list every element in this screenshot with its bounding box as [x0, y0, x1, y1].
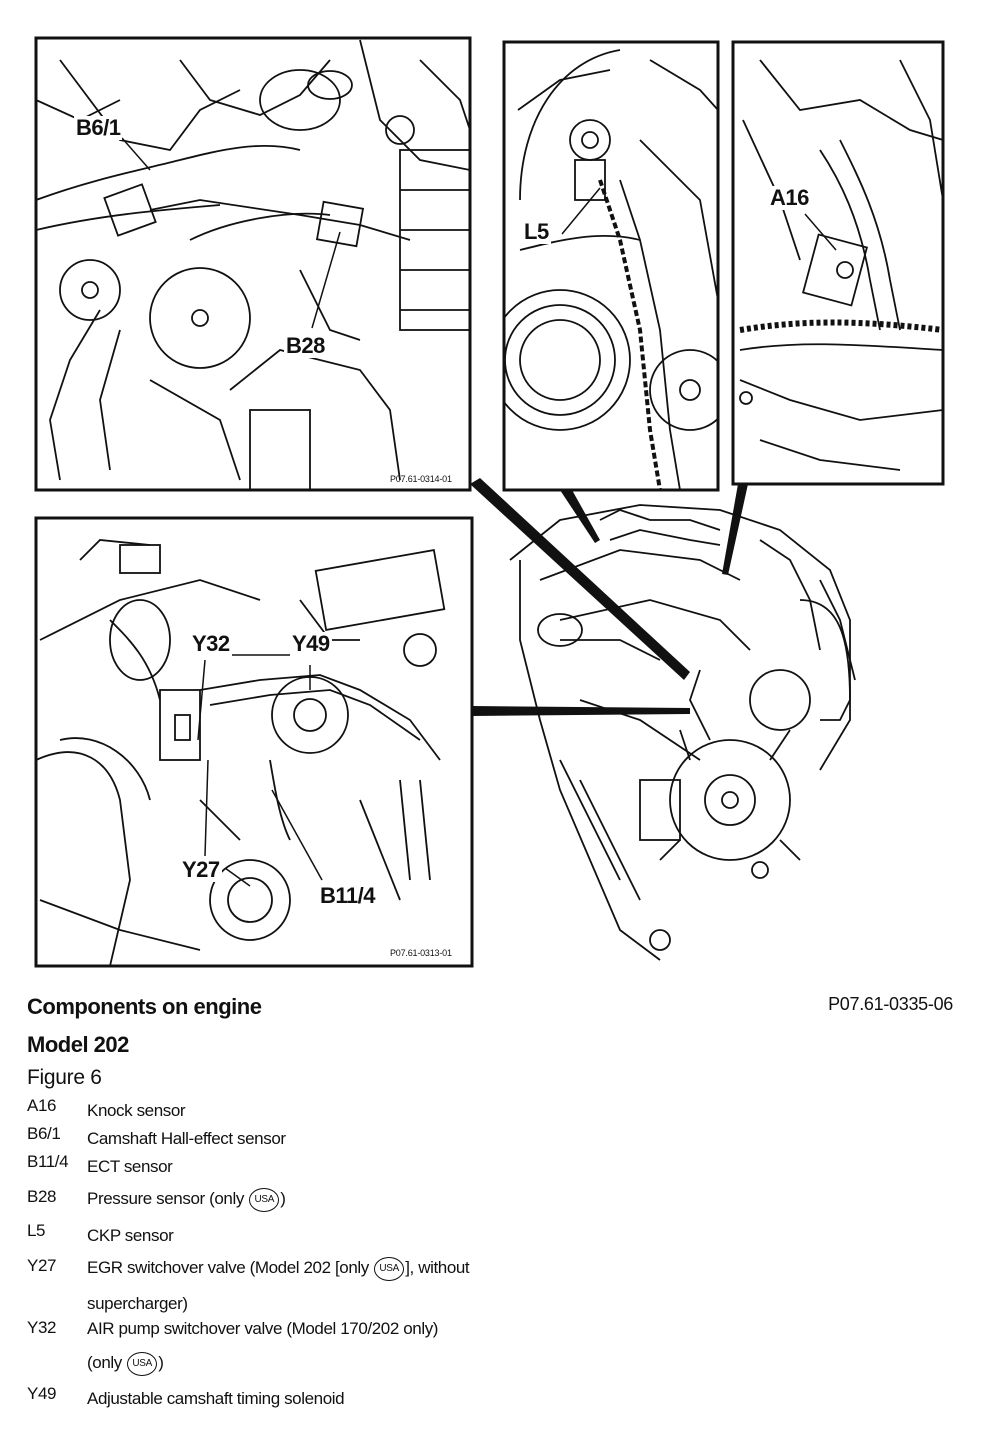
legend-code: Y27 — [27, 1256, 57, 1275]
caption-reference: P07.61-0335-06 — [828, 994, 953, 1014]
legend-text: EGR switchover valve (Model 202 [only US… — [87, 1250, 567, 1322]
legend-text: AIR pump switchover valve (Model 170/202… — [87, 1312, 567, 1380]
legend-text-part: (only — [87, 1353, 122, 1372]
legend-row-b6-1: B6/1 Camshaft Hall-effect sensor — [27, 1124, 927, 1152]
legend-row-y27: Y27 EGR switchover valve (Model 202 [onl… — [27, 1250, 927, 1316]
usa-badge-icon: USA — [374, 1256, 405, 1281]
panel-top-left — [34, 36, 472, 492]
legend-text: Knock sensor — [87, 1101, 186, 1120]
legend-code: A16 — [27, 1096, 57, 1115]
legend-text-part: EGR switchover valve (Model 202 [only — [87, 1258, 369, 1277]
callout-y27: Y27 — [180, 857, 222, 882]
legend-text-part: AIR pump switchover valve (Model 170/202… — [87, 1319, 439, 1338]
legend-text: CKP sensor — [87, 1226, 174, 1245]
panel-top-middle — [502, 40, 720, 492]
panel-ref-top-left: P07.61-0314-01 — [390, 474, 452, 484]
legend-row-l5: L5 CKP sensor — [27, 1218, 927, 1250]
legend-row-b11-4: B11/4 ECT sensor — [27, 1152, 927, 1184]
callout-b6-1: B6/1 — [74, 115, 123, 140]
legend-row-b28: B28 Pressure sensor (only USA) — [27, 1184, 927, 1218]
panel-top-right — [731, 40, 945, 486]
legend-text: Adjustable camshaft timing solenoid — [87, 1389, 345, 1408]
legend-code: B6/1 — [27, 1124, 61, 1143]
legend-text: Camshaft Hall-effect sensor — [87, 1129, 286, 1148]
legend-text-part: Pressure sensor (only — [87, 1189, 244, 1208]
caption-figure-label: Figure 6 — [27, 1066, 102, 1089]
legend-code: B11/4 — [27, 1152, 69, 1171]
engine-components-figure: B6/1 B28 L5 A16 Y32 Y49 Y27 B11/4 P07.61… — [34, 36, 945, 968]
legend-text-part: ) — [158, 1353, 164, 1372]
legend-code: L5 — [27, 1221, 46, 1240]
engine-overview — [509, 504, 856, 961]
callout-b28: B28 — [284, 333, 327, 358]
legend-code: Y32 — [27, 1318, 57, 1337]
usa-badge-icon: USA — [127, 1351, 158, 1376]
caption-model: Model 202 — [27, 1032, 129, 1057]
legend-text: ECT sensor — [87, 1157, 173, 1176]
legend-row-y49: Y49 Adjustable camshaft timing solenoid — [27, 1384, 927, 1414]
panel-bottom-left — [34, 516, 474, 968]
callout-l5: L5 — [522, 219, 551, 244]
legend-text-part: ) — [280, 1189, 286, 1208]
caption-title: Components on engine — [27, 994, 262, 1019]
callout-b11-4: B11/4 — [318, 883, 377, 908]
legend-row-a16: A16 Knock sensor — [27, 1096, 927, 1124]
callout-a16: A16 — [768, 185, 811, 210]
legend-code: Y49 — [27, 1384, 57, 1403]
engine-illustration — [34, 36, 945, 968]
legend-text-part: supercharger) — [87, 1294, 188, 1313]
callout-y49: Y49 — [290, 631, 332, 656]
callout-y32: Y32 — [190, 631, 232, 656]
panel-ref-bottom-left: P07.61-0313-01 — [390, 948, 452, 958]
legend-text: Pressure sensor (only USA) — [87, 1184, 567, 1214]
legend: A16 Knock sensor B6/1 Camshaft Hall-effe… — [27, 1096, 927, 1414]
legend-code: B28 — [27, 1187, 57, 1206]
legend-row-y32: Y32 AIR pump switchover valve (Model 170… — [27, 1316, 927, 1384]
usa-badge-icon: USA — [249, 1187, 280, 1212]
legend-text-part: ], without — [405, 1258, 470, 1277]
